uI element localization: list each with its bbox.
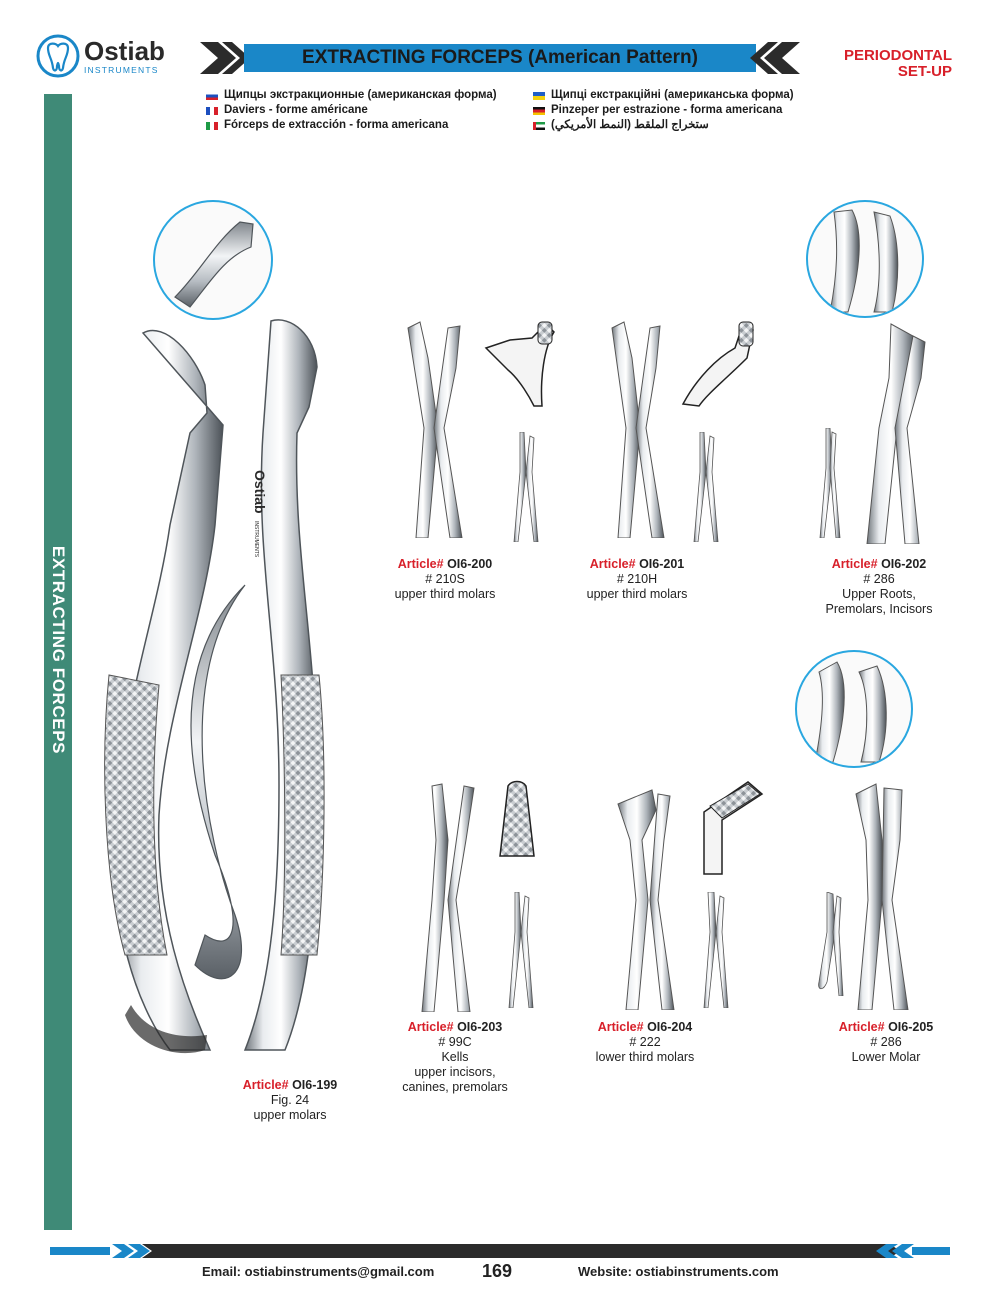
article-number: OI6-205 [888, 1020, 934, 1034]
forceps-image-201 [611, 321, 665, 538]
product-caption-204: Article# OI6-204 # 222 lower third molar… [575, 1020, 715, 1065]
caption-line: upper third molars [586, 587, 688, 601]
article-number: OI6-202 [881, 557, 927, 571]
translation-it: Fórceps de extracción - forma americana [206, 118, 497, 133]
beak-detail-205 [814, 661, 887, 763]
forceps-image-200 [407, 321, 463, 538]
detail-circle-202 [806, 200, 924, 318]
russia-flag-icon [206, 91, 218, 100]
product-caption-205: Article# OI6-205 # 286 Lower Molar [816, 1020, 956, 1065]
forceps-image-203 [421, 783, 475, 1012]
tooth-logo-icon [36, 34, 80, 78]
caption-line: upper molars [253, 1108, 327, 1122]
translation-ru: Щипцы экстракционные (американская форма… [206, 88, 497, 103]
germany-flag-icon [533, 106, 545, 115]
article-number: OI6-204 [647, 1020, 693, 1034]
article-number: OI6-200 [447, 557, 493, 571]
watermark-name: Ostiab [252, 470, 268, 514]
footer-email[interactable]: Email: ostiabinstruments@gmail.com [202, 1264, 435, 1279]
product-caption-203: Article# OI6-203 # 99C Kells upper incis… [385, 1020, 525, 1095]
translations-right: Щипці екстракційні (американська форма) … [533, 88, 794, 133]
caption-line: # 210H [616, 572, 658, 586]
article-prefix: Article# [838, 1020, 885, 1034]
caption-line: Kells [441, 1050, 469, 1064]
forceps-image-204 [617, 789, 675, 1010]
beak-detail-199 [174, 221, 254, 308]
translation-fr: Daviers - forme américane [206, 103, 497, 118]
title-banner-shape [200, 42, 800, 74]
caption-line: lower third molars [595, 1050, 695, 1064]
caption-line: # 210S [425, 572, 465, 586]
forceps-small-204 [703, 892, 729, 1008]
brand-name: Ostiab [84, 35, 165, 66]
caption-line: canines, premolars [402, 1080, 508, 1094]
article-prefix: Article# [589, 557, 636, 571]
article-prefix: Article# [597, 1020, 644, 1034]
category-line-2: SET-UP [897, 63, 952, 80]
caption-line: # 222 [629, 1035, 661, 1049]
footer-website[interactable]: Website: ostiabinstruments.com [578, 1264, 779, 1279]
brand-logo: Ostiab INSTRUMENTS [36, 30, 176, 82]
article-number: OI6-203 [457, 1020, 503, 1034]
caption-line: upper incisors, [414, 1065, 496, 1079]
ukraine-flag-icon [533, 91, 545, 100]
translation-ua: Щипці екстракційні (американська форма) [533, 88, 794, 103]
forceps-small-205 [818, 892, 844, 996]
page-number: 169 [482, 1261, 513, 1281]
product-caption-199: Article# OI6-199 Fig. 24 upper molars [210, 1078, 370, 1123]
caption-line: Premolars, Incisors [825, 602, 933, 616]
uae-flag-icon [533, 121, 545, 130]
side-label: EXTRACTING FORCEPS [44, 530, 72, 770]
category-label: PERIODONTAL SET-UP [844, 48, 952, 80]
translation-ae: ستخراج الملقط (النمط الأمريكي) [533, 118, 794, 133]
forceps-image-199 [104, 319, 325, 1054]
title-banner: EXTRACTING FORCEPS (American Pattern) [200, 42, 800, 74]
translations-left: Щипцы экстракционные (американская форма… [206, 88, 497, 133]
side-bar [44, 94, 72, 1230]
watermark-sub: INSTRUMENTS [253, 521, 259, 558]
france-flag-icon [206, 106, 218, 115]
beak-profile-200 [484, 321, 555, 407]
forceps-small-201 [693, 432, 719, 542]
footer-bar [50, 1244, 950, 1258]
side-label-text: EXTRACTING FORCEPS [49, 545, 68, 755]
caption-line: # 286 [863, 572, 895, 586]
forceps-small-200 [513, 432, 539, 542]
article-number: OI6-199 [292, 1078, 338, 1092]
brand-subtitle: INSTRUMENTS [84, 64, 159, 75]
forceps-small-202 [819, 428, 841, 538]
detail-circle-199 [153, 200, 273, 320]
page-title: EXTRACTING FORCEPS (American Pattern) [302, 47, 698, 68]
article-prefix: Article# [831, 557, 878, 571]
beak-profile-204 [703, 781, 764, 875]
article-prefix: Article# [397, 557, 444, 571]
product-caption-202: Article# OI6-202 # 286 Upper Roots, Prem… [804, 557, 954, 617]
caption-line: Upper Roots, [842, 587, 916, 601]
product-caption-200: Article# OI6-200 # 210S upper third mola… [375, 557, 515, 602]
caption-line: upper third molars [394, 587, 496, 601]
beak-profile-203 [499, 780, 535, 857]
article-prefix: Article# [407, 1020, 454, 1034]
caption-line: # 99C [438, 1035, 472, 1049]
caption-line: Lower Molar [851, 1050, 921, 1064]
article-prefix: Article# [242, 1078, 289, 1092]
caption-line: Fig. 24 [270, 1093, 310, 1107]
forceps-image-205 [855, 783, 909, 1010]
category-line-1: PERIODONTAL [843, 47, 952, 64]
product-caption-201: Article# OI6-201 # 210H upper third mola… [567, 557, 707, 602]
beak-detail-202 [829, 209, 899, 313]
article-number: OI6-201 [639, 557, 685, 571]
translation-de: Pinzeper per estrazione - forma american… [533, 103, 794, 118]
forceps-watermark: Ostiab INSTRUMENTS [250, 470, 268, 557]
caption-line: # 286 [870, 1035, 902, 1049]
detail-circle-205 [795, 650, 913, 768]
beak-profile-201 [681, 321, 754, 407]
forceps-image-202 [866, 323, 926, 544]
italy-flag-icon [206, 121, 218, 130]
forceps-small-203 [508, 892, 534, 1008]
